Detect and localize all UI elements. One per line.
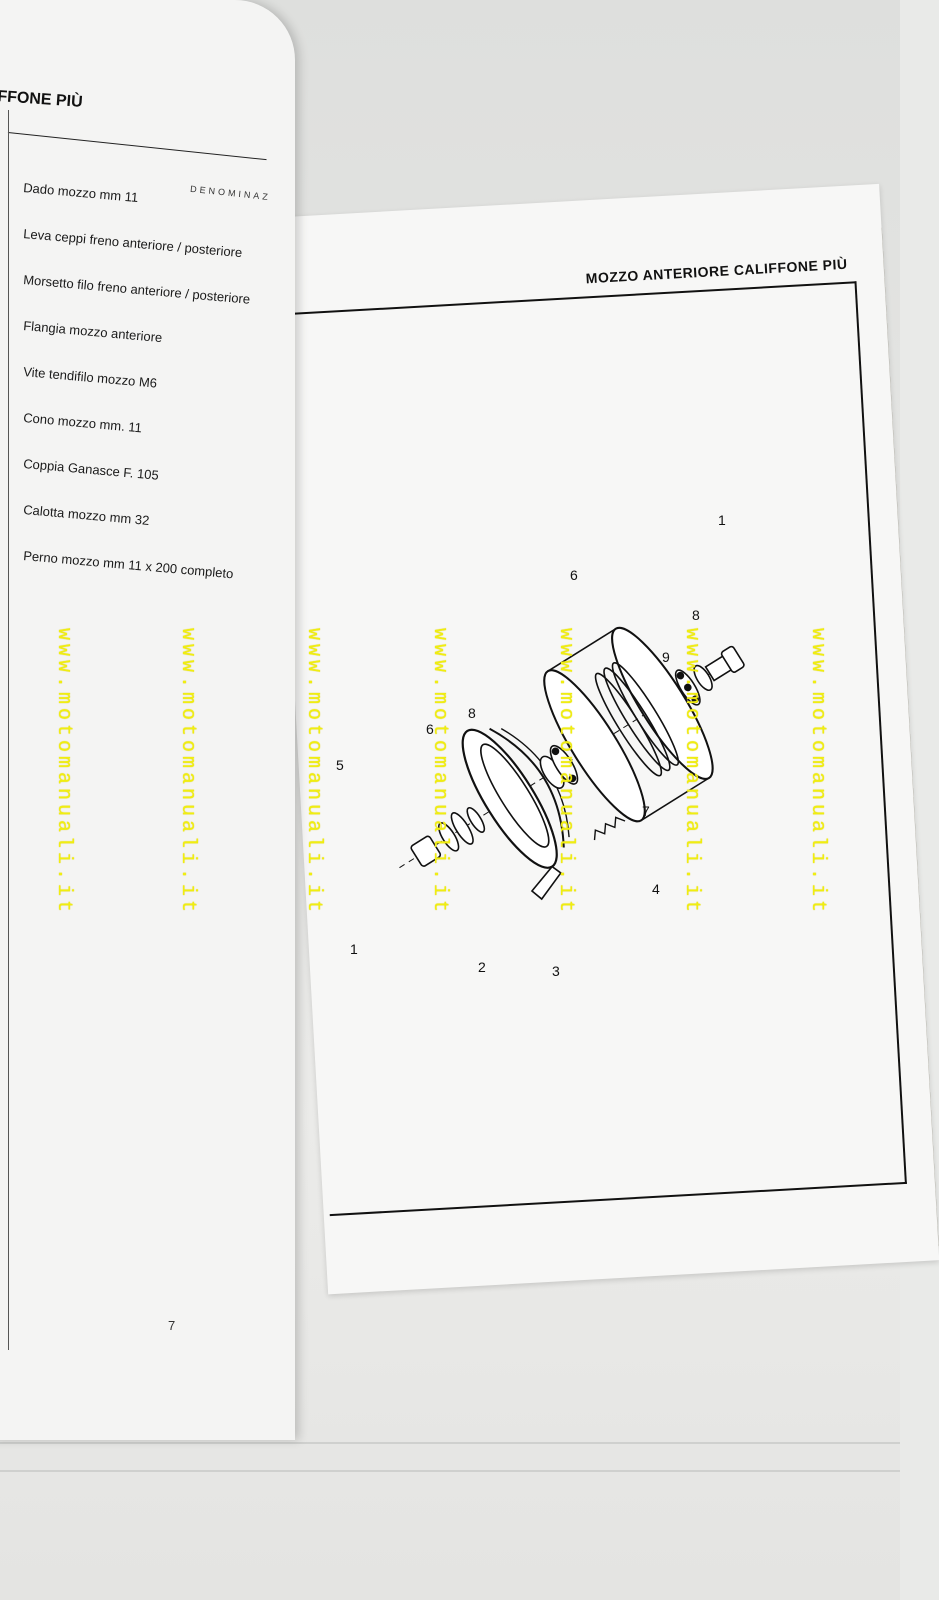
header-rule — [7, 132, 267, 161]
callout-label: 6 — [570, 567, 578, 583]
callout-label: 3 — [552, 963, 560, 979]
callout-label: 8 — [692, 607, 700, 623]
watermark-text: www.motomanuali.it — [554, 628, 577, 917]
callout-label: 1 — [718, 512, 726, 528]
callout-label: 5 — [336, 757, 344, 773]
left-page-header: FFONE PIÙ — [0, 88, 84, 111]
callout-label: 6 — [426, 721, 434, 737]
table-stripe — [0, 1442, 900, 1444]
nut-left — [410, 835, 442, 867]
watermark-text: www.motomanuali.it — [680, 628, 703, 917]
watermark-text: www.motomanuali.it — [176, 628, 199, 917]
watermark-text: www.motomanuali.it — [302, 628, 325, 917]
watermark-text: www.motomanuali.it — [428, 628, 451, 917]
hub-exploded-diagram: 1 6 8 9 8 6 5 7 4 1 2 3 — [336, 512, 745, 979]
callout-label: 4 — [652, 881, 660, 897]
callout-label: 2 — [478, 959, 486, 975]
watermark-text: www.motomanuali.it — [806, 628, 829, 917]
parts-list: Dado mozzo mm 11 Leva ceppi freno anteri… — [23, 180, 274, 594]
watermark-text: www.motomanuali.it — [52, 628, 75, 917]
column-rule — [8, 110, 9, 1350]
page-number: 7 — [168, 1318, 176, 1333]
callout-label: 8 — [468, 705, 476, 721]
callout-label: 7 — [642, 803, 650, 819]
diagram-title: MOZZO ANTERIORE CALIFFONE PIÙ — [585, 255, 848, 287]
callout-label: 1 — [350, 941, 358, 957]
left-page: FFONE PIÙ DENOMINAZ Dado mozzo mm 11 Lev… — [0, 0, 295, 1440]
table-stripe — [0, 1470, 900, 1472]
callout-label: 9 — [662, 649, 670, 665]
